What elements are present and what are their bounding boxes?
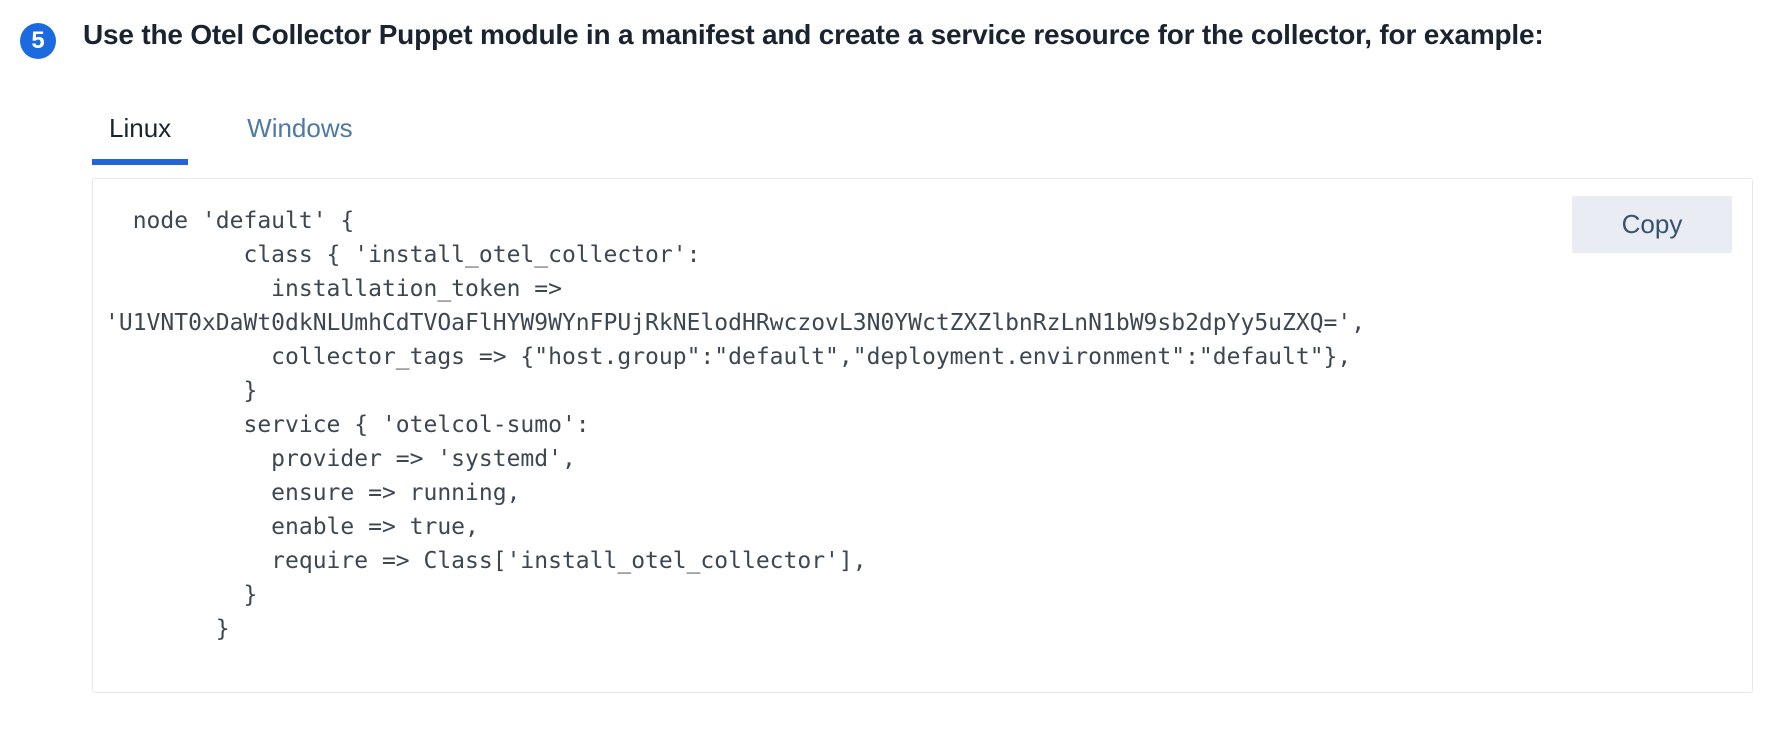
step-number-badge: 5 [20, 23, 56, 59]
step-number: 5 [31, 27, 45, 54]
step-heading: Use the Otel Collector Puppet module in … [83, 19, 1544, 50]
platform-tabs: Linux Windows [92, 113, 1784, 165]
code-block: Copy node 'default' { class { 'install_o… [92, 178, 1753, 693]
copy-button[interactable]: Copy [1572, 196, 1732, 253]
tab-linux[interactable]: Linux [92, 113, 189, 165]
code-content: node 'default' { class { 'install_otel_c… [105, 208, 1366, 642]
tab-windows[interactable]: Windows [247, 113, 353, 143]
step-header: 5 Use the Otel Collector Puppet module i… [0, 0, 1784, 59]
